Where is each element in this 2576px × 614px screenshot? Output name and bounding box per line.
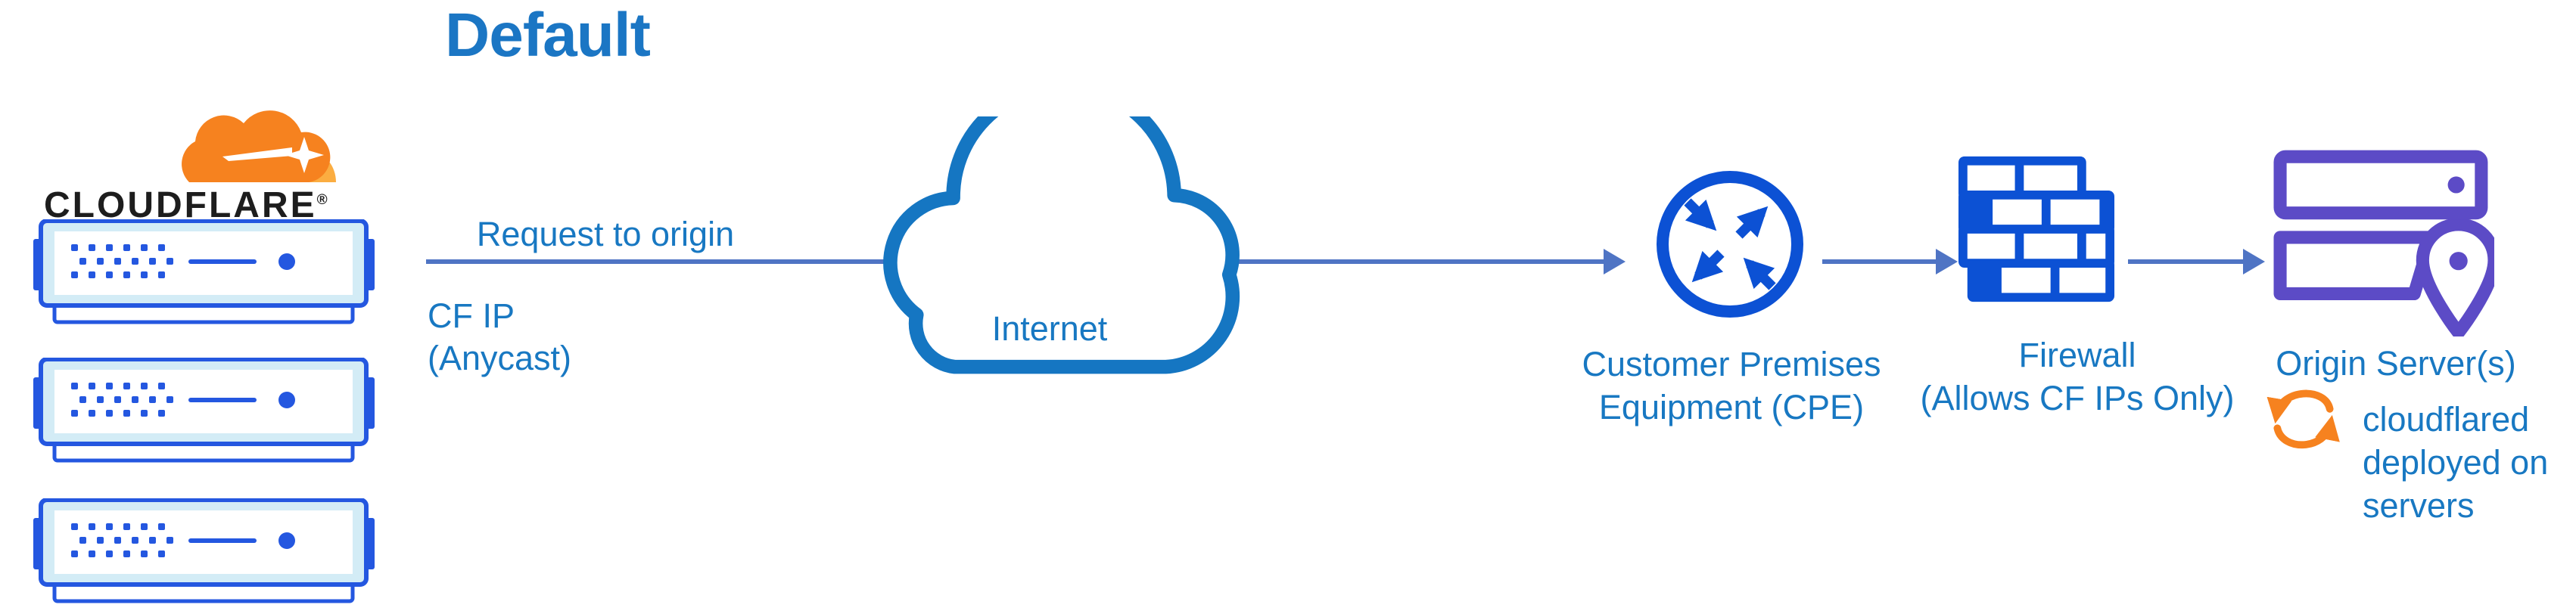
arrowhead-to-firewall-icon [1936,249,1958,274]
cpe-to-firewall-line [1822,259,1936,264]
registered-mark: ® [316,192,328,208]
cpe-label-line2: Equipment (CPE) [1598,388,1865,426]
cloudflared-sync-icon [2266,389,2340,449]
cloudflare-server-icon [32,358,376,464]
arrowhead-to-origin-icon [2243,249,2265,274]
cloudflared-note: cloudflared deployed on servers [2363,398,2576,527]
cloudflared-note-line3: servers [2363,486,2475,525]
cloudflare-logo-icon [182,110,336,182]
cloudflare-server-icon [32,219,376,325]
cf-ip-label: CF IP (Anycast) [428,295,571,380]
cpe-router-icon [1657,171,1803,318]
cloudflared-note-line2: deployed on [2363,443,2549,482]
cloudflare-wordmark: CLOUDFLARE® [44,185,328,226]
cpe-label: Customer Premises Equipment (CPE) [1563,343,1899,429]
cloudflare-wordmark-text: CLOUDFLARE [44,185,317,225]
firewall-icon [1958,156,2114,302]
cpe-label-line1: Customer Premises [1582,345,1881,383]
firewall-label: Firewall (Allows CF IPs Only) [1906,333,2249,420]
internet-cloud-icon [883,116,1240,374]
page-title: Default [445,1,651,70]
request-to-origin-label: Request to origin [476,215,735,253]
firewall-label-line2: (Allows CF IPs Only) [1920,379,2235,417]
cloudflare-server-icon [32,498,376,604]
cf-ip-line: CF IP [428,296,515,335]
cloudflared-note-line1: cloudflared [2363,400,2530,439]
cf-ip-anycast-line: (Anycast) [428,339,572,377]
internet-label: Internet [991,309,1108,348]
firewall-label-line1: Firewall [2018,336,2136,374]
origin-servers-icon [2273,150,2494,336]
origin-servers-label: Origin Server(s) [2276,344,2516,383]
arrowhead-to-cpe-icon [1604,249,1626,274]
firewall-to-origin-line [2128,259,2243,264]
